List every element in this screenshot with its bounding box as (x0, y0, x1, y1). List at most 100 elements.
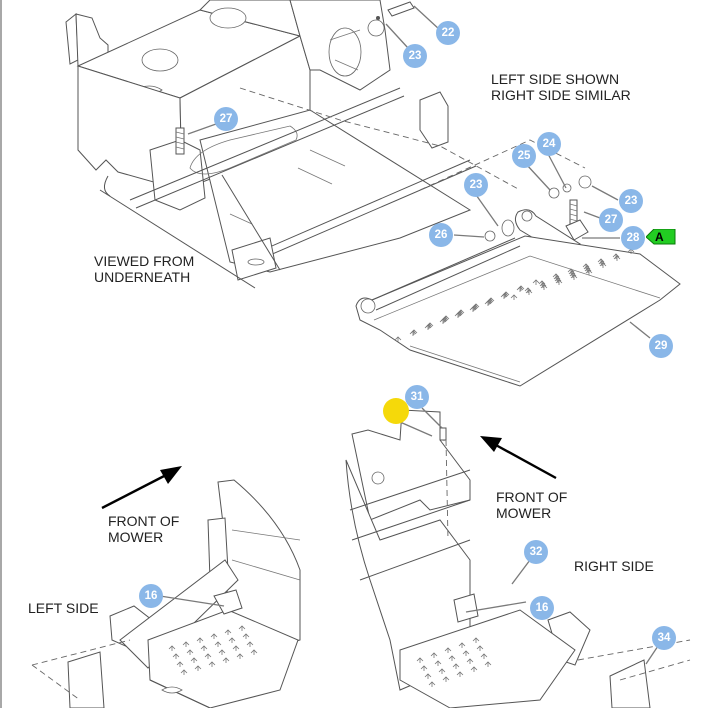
perforation (456, 671, 464, 677)
left-plate-perforations (168, 625, 258, 675)
perforation (466, 658, 474, 664)
perforation (250, 649, 258, 655)
perforation (218, 649, 226, 655)
callout-16[interactable]: 16 (530, 596, 554, 620)
perforation (540, 284, 548, 290)
perforation (222, 657, 230, 663)
perforation (409, 330, 417, 336)
foot-plate-perforations (394, 248, 635, 342)
callout-27[interactable]: 27 (214, 107, 238, 131)
perforation (510, 294, 518, 300)
callout-32[interactable]: 32 (524, 540, 548, 564)
perforation (236, 653, 244, 659)
note-front-of-mower-left: FRONT OF MOWER (108, 513, 180, 545)
perforation (516, 286, 524, 292)
spring-27-top (175, 127, 185, 155)
label-left-side: LEFT SIDE (28, 600, 99, 616)
foot-plate-29 (355, 235, 681, 387)
perforation (214, 641, 222, 647)
perforation (472, 637, 480, 643)
callout-31[interactable]: 31 (405, 385, 429, 409)
perforation (186, 649, 194, 655)
perforation (424, 673, 432, 679)
right-side-view (345, 409, 691, 708)
perforation (532, 279, 540, 285)
callout-28[interactable]: 28 (621, 226, 645, 250)
perforation (420, 665, 428, 671)
perforation (444, 647, 452, 653)
perforation (525, 289, 533, 295)
perforation (462, 650, 470, 656)
perforation (613, 255, 621, 261)
perforation (470, 666, 478, 672)
perforation (208, 661, 216, 667)
right-plate-perforations (416, 637, 492, 687)
perforation (480, 653, 488, 659)
callout-26[interactable]: 26 (429, 223, 453, 247)
callout-23[interactable]: 23 (619, 189, 643, 213)
perforation (439, 318, 447, 324)
perforation (484, 661, 492, 667)
perforation (484, 300, 492, 306)
perforation (196, 637, 204, 643)
perforation (242, 633, 250, 639)
perforation (176, 661, 184, 667)
perforation (424, 324, 432, 330)
perforation (228, 637, 236, 643)
reference-tag-a[interactable]: A (645, 228, 676, 245)
perforation (434, 660, 442, 666)
callout-25[interactable]: 25 (512, 144, 536, 168)
perforation (570, 274, 578, 280)
note-left-side-shown: LEFT SIDE SHOWN RIGHT SIDE SIMILAR (491, 71, 631, 103)
perforation (204, 653, 212, 659)
perforation (210, 633, 218, 639)
perforation (416, 657, 424, 663)
callout-22[interactable]: 22 (436, 21, 460, 45)
perforation (180, 669, 188, 675)
perforation (438, 668, 446, 674)
frame-assembly-top (65, 0, 586, 289)
perforation (224, 629, 232, 635)
callout-leaders (159, 5, 659, 665)
perforation (232, 645, 240, 651)
tag-label: A (655, 230, 664, 244)
callout-23[interactable]: 23 (464, 173, 488, 197)
perforation (599, 262, 607, 268)
perforation (172, 653, 180, 659)
perforation (458, 642, 466, 648)
front-arrow-left (101, 466, 182, 510)
left-side-view (31, 479, 301, 708)
perforation (200, 645, 208, 651)
note-front-of-mower-right: FRONT OF MOWER (496, 489, 568, 521)
perforation (476, 645, 484, 651)
note-viewed-from-underneath: VIEWED FROM UNDERNEATH (94, 253, 195, 285)
callout-24[interactable]: 24 (537, 132, 561, 156)
front-arrow-right (480, 436, 557, 480)
perforation (428, 681, 436, 687)
tag-shape (645, 228, 676, 245)
callout-34[interactable]: 34 (652, 626, 676, 650)
perforation (448, 655, 456, 661)
label-right-side: RIGHT SIDE (574, 558, 654, 574)
perforation (442, 676, 450, 682)
perforation (194, 665, 202, 671)
perforation (452, 663, 460, 669)
perforation (469, 306, 477, 312)
callout-27[interactable]: 27 (599, 208, 623, 232)
callout-23[interactable]: 23 (403, 44, 427, 68)
callout-16[interactable]: 16 (139, 584, 163, 608)
perforation (500, 293, 508, 299)
perforation (182, 641, 190, 647)
perforation (555, 279, 563, 285)
callout-29[interactable]: 29 (649, 334, 673, 358)
perforation (454, 312, 462, 318)
perforation (190, 657, 198, 663)
perforation (430, 652, 438, 658)
perforation (585, 269, 593, 275)
perforation (238, 625, 246, 631)
perforation (394, 336, 402, 342)
highlight-marker[interactable] (383, 398, 409, 424)
perforation (246, 641, 254, 647)
